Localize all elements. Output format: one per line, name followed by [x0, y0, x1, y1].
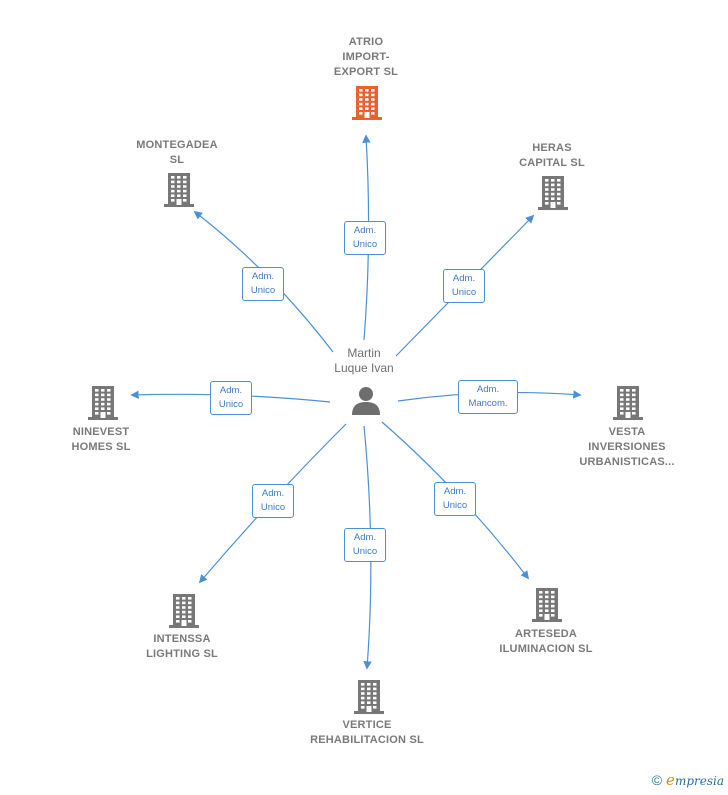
relation-label-vertice[interactable]: Adm. Unico [344, 528, 386, 562]
node-label-heras: HERAS CAPITAL SL [519, 142, 585, 169]
node-heras[interactable]: HERAS CAPITAL SL [500, 141, 604, 171]
relation-label-intenssa[interactable]: Adm. Unico [252, 484, 294, 518]
building-icon[interactable] [354, 680, 384, 714]
building-icon[interactable] [169, 594, 199, 628]
node-arteseda[interactable]: ARTESEDA ILUMINACION SL [490, 627, 602, 657]
relation-label-heras[interactable]: Adm. Unico [443, 269, 485, 303]
node-atrio[interactable]: ATRIO IMPORT- EXPORT SL [316, 35, 416, 80]
copyright-icon: © [651, 772, 663, 788]
relation-label-atrio[interactable]: Adm. Unico [344, 221, 386, 255]
footer-credit: ©empresia [652, 771, 724, 789]
building-icon[interactable] [164, 173, 194, 207]
node-ninevest[interactable]: NINEVEST HOMES SL [56, 425, 146, 455]
person-icon[interactable] [350, 384, 382, 416]
brand-logo: empresia [666, 771, 724, 789]
node-intenssa[interactable]: INTENSSA LIGHTING SL [132, 632, 232, 662]
node-vertice[interactable]: VERTICE REHABILITACION SL [305, 718, 429, 748]
building-icon[interactable] [352, 86, 382, 120]
node-label-atrio: ATRIO IMPORT- EXPORT SL [333, 36, 399, 78]
node-label-vertice: VERTICE REHABILITACION SL [310, 719, 424, 746]
relation-label-ninevest[interactable]: Adm. Unico [210, 381, 252, 415]
building-icon[interactable] [532, 588, 562, 622]
node-label-montegadea: MONTEGADEA SL [136, 139, 218, 166]
node-montegadea[interactable]: MONTEGADEA SL [124, 138, 230, 168]
building-icon[interactable] [538, 176, 568, 210]
relation-label-montegadea[interactable]: Adm. Unico [242, 267, 284, 301]
node-label-ninevest: NINEVEST HOMES SL [71, 426, 131, 453]
center-person-label[interactable]: Martin Luque Ivan [334, 346, 394, 375]
building-icon[interactable] [613, 386, 643, 420]
relation-label-vesta[interactable]: Adm. Mancom. [458, 380, 518, 414]
node-label-arteseda: ARTESEDA ILUMINACION SL [499, 628, 593, 655]
node-vesta[interactable]: VESTA INVERSIONES URBANISTICAS... [572, 425, 682, 470]
relation-label-arteseda[interactable]: Adm. Unico [434, 482, 476, 516]
brand-name: mpresia [674, 774, 724, 788]
brand-initial: e [666, 771, 675, 789]
building-icon[interactable] [88, 386, 118, 420]
node-label-intenssa: INTENSSA LIGHTING SL [146, 633, 218, 660]
node-label-vesta: VESTA INVERSIONES URBANISTICAS... [579, 426, 675, 468]
